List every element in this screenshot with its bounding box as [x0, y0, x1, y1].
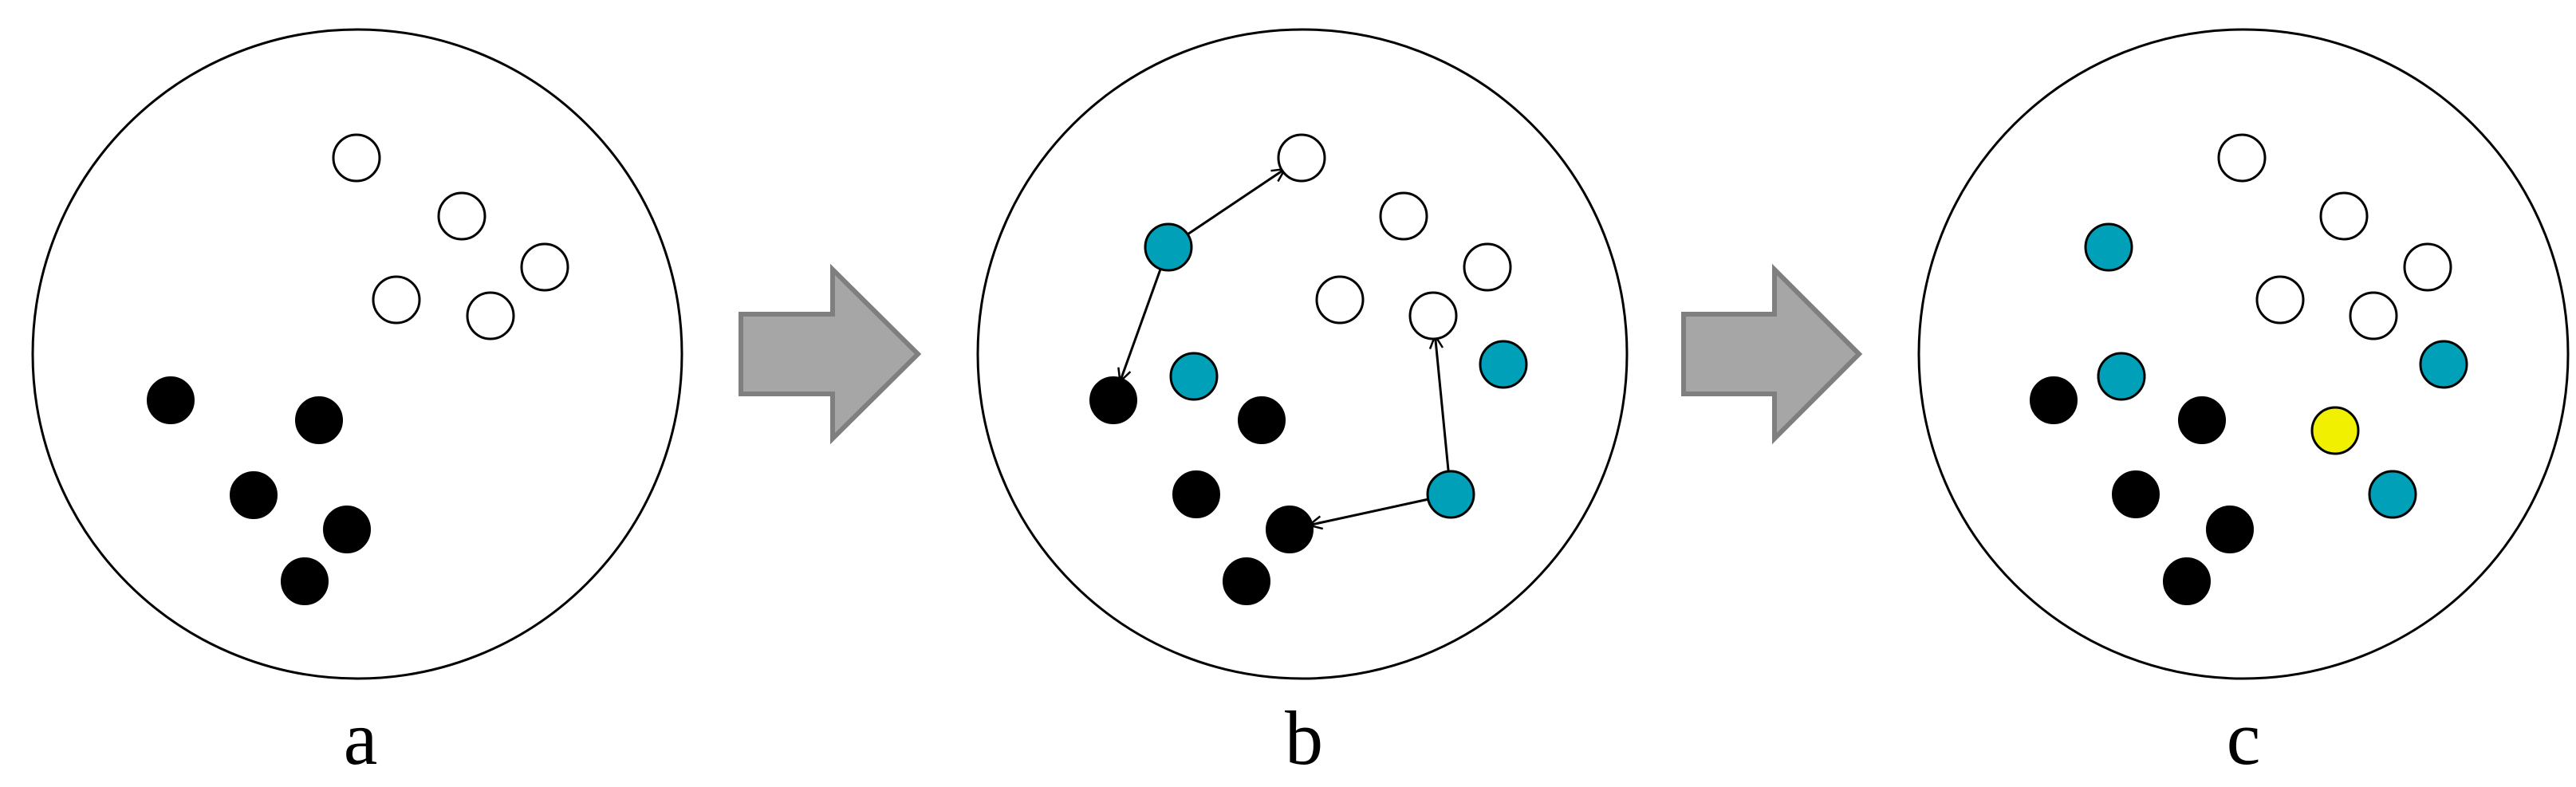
yellow-dot: [2310, 406, 2360, 455]
panel-a-dots: [147, 133, 569, 605]
filled-dot: [281, 557, 329, 605]
filled-dot: [1223, 557, 1270, 605]
cyan-dot: [1426, 470, 1475, 519]
filled-dot: [2206, 506, 2254, 553]
panel-c-dots: [2030, 133, 2468, 605]
connection-arrow: [1435, 336, 1450, 474]
open-dot: [520, 242, 569, 292]
cyan-dot: [2368, 470, 2417, 519]
open-dot: [1277, 133, 1326, 183]
panel-b-dots: [1089, 133, 1528, 605]
panel-a-label: a: [344, 695, 378, 781]
filled-dot: [2163, 557, 2211, 605]
connection-arrow: [1309, 498, 1430, 525]
filled-dot: [1238, 396, 1286, 444]
open-dot: [466, 291, 515, 340]
filled-dot: [1172, 470, 1220, 518]
open-dot: [1379, 191, 1428, 241]
cyan-dot: [1479, 340, 1528, 389]
panel-a: a: [31, 28, 683, 781]
transition-arrow-right-icon: [1681, 263, 1863, 445]
cyan-dot: [2097, 352, 2146, 401]
open-dot: [2349, 291, 2398, 340]
open-dot: [437, 191, 486, 241]
open-dot: [2255, 275, 2305, 325]
cyan-dot: [2084, 222, 2133, 272]
connection-arrow: [1185, 169, 1285, 237]
open-dot: [1408, 291, 1458, 340]
filled-dot: [230, 471, 278, 519]
filled-dot: [323, 506, 371, 553]
open-dot: [2403, 242, 2452, 292]
open-dot: [1315, 275, 1365, 325]
panel-b-label: b: [1285, 695, 1323, 781]
filled-dot: [2112, 470, 2160, 518]
panel-b-connections: [1120, 169, 1450, 525]
filled-dot: [2178, 396, 2226, 444]
panel-c-boundary-circle: [1917, 28, 2570, 680]
panel-a-boundary-circle: [31, 28, 683, 680]
filled-dot: [147, 376, 195, 424]
connection-arrow: [1120, 266, 1163, 381]
panel-b-boundary-circle: [976, 28, 1629, 680]
open-dot: [372, 275, 421, 325]
filled-dot: [1089, 376, 1137, 424]
cyan-dot: [1144, 222, 1193, 272]
cyan-dot: [2419, 340, 2468, 389]
filled-dot: [295, 396, 343, 444]
open-dot: [332, 133, 381, 183]
open-dot: [2319, 191, 2369, 241]
panel-c-label: c: [2227, 695, 2261, 781]
panel-b: b: [976, 28, 1629, 781]
open-dot: [1463, 242, 1512, 292]
filled-dot: [1266, 506, 1314, 553]
cyan-dot: [1169, 352, 1219, 401]
open-dot: [2217, 133, 2267, 183]
transition-arrow-right-icon: [739, 263, 922, 445]
panel-c: c: [1917, 28, 2570, 781]
filled-dot: [2030, 376, 2078, 424]
